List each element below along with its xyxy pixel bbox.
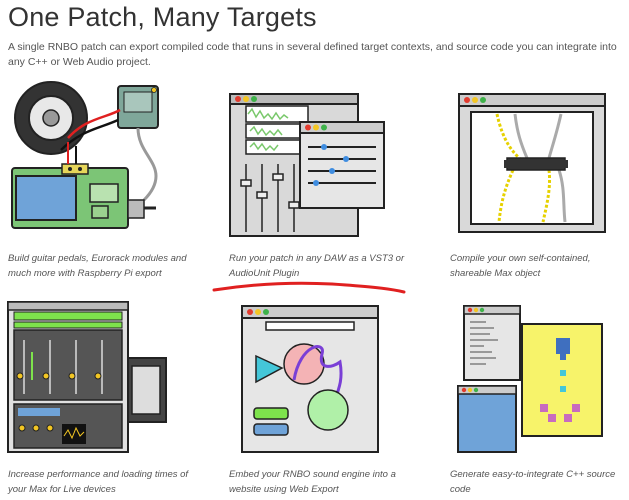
max-for-live-illustration [7, 301, 167, 453]
daw-plugin-illustration [229, 93, 385, 237]
caption-max-external: Compile your own self-contained,shareabl… [450, 253, 591, 279]
cpp-source-illustration [457, 305, 603, 453]
intro-text: A single RNBO patch can export compiled … [8, 41, 617, 68]
max-external-illustration [458, 93, 606, 233]
web-export-illustration [241, 305, 379, 453]
page-title: One Patch, Many Targets [8, 2, 317, 32]
caption-max-for-live: Increase performance and loading times o… [8, 469, 189, 495]
caption-raspberry-pi: Build guitar pedals, Eurorack modules an… [8, 253, 187, 279]
raspberry-pi-illustration [11, 81, 159, 229]
red-underline-annotation [212, 281, 406, 294]
